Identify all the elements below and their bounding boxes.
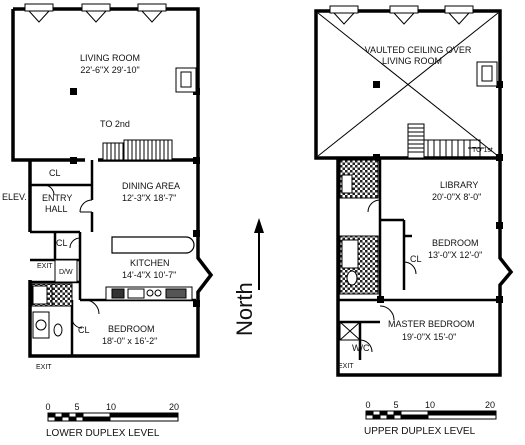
elevator-label: ELEV. bbox=[2, 192, 27, 202]
upper-level-title: UPPER DUPLEX LEVEL bbox=[364, 426, 476, 437]
north-label: North bbox=[232, 282, 257, 336]
lower-bedroom-dimensions: 18'-0" x 16'-2" bbox=[102, 336, 157, 346]
lower-bathroom bbox=[31, 283, 73, 339]
upper-exit-label: EXIT bbox=[338, 363, 354, 370]
dishwasher-label: D/W bbox=[59, 269, 73, 276]
upper-columns bbox=[373, 81, 503, 303]
upper-doors bbox=[359, 199, 417, 353]
vaulted-ceiling-line2: LIVING ROOM bbox=[382, 56, 442, 66]
entry-hall-line2: HALL bbox=[45, 204, 68, 214]
living-room-name: LIVING ROOM bbox=[80, 53, 140, 63]
master-bedroom-dimensions: 19'-0"X 15'-0" bbox=[402, 332, 456, 342]
library-dimensions: 20'-0"X 8'-0" bbox=[432, 192, 481, 202]
water-closet-label: W/C bbox=[352, 343, 370, 353]
lower-duplex-plan: LIVING ROOM 22'-6"X 29'-10" TO 2nd DININ… bbox=[2, 3, 214, 439]
stairs-to-2nd-label: TO 2nd bbox=[100, 119, 130, 129]
lower-scale-bar bbox=[47, 412, 179, 422]
lower-staircase bbox=[102, 139, 173, 161]
upper-scale-tick-10: 10 bbox=[425, 400, 435, 410]
closet-label-1: CL bbox=[49, 168, 61, 178]
lower-windows bbox=[24, 3, 167, 23]
upper-scale-tick-0: 0 bbox=[365, 400, 370, 410]
north-arrow-shape bbox=[254, 218, 264, 290]
kitchen-name: KITCHEN bbox=[130, 258, 170, 268]
upper-closet-label: CL bbox=[410, 254, 422, 264]
upper-scale-tick-5: 5 bbox=[393, 400, 398, 410]
entry-hall-line1: ENTRY bbox=[42, 193, 72, 203]
north-arrow: North bbox=[232, 218, 264, 336]
closet-label-3: CL bbox=[78, 325, 90, 335]
upper-fireplace bbox=[476, 61, 498, 87]
lower-scale-tick-0: 0 bbox=[45, 402, 50, 412]
exit-label-2: EXIT bbox=[36, 364, 52, 371]
dining-area-name: DINING AREA bbox=[122, 181, 180, 191]
upper-bedroom-dimensions: 13'-0"X 12'-0" bbox=[428, 250, 482, 260]
kitchen-dimensions: 14'-4"X 10'-7" bbox=[122, 270, 176, 280]
lower-scale-tick-10: 10 bbox=[106, 402, 116, 412]
upper-scale-bar bbox=[365, 410, 497, 420]
lower-level-title: LOWER DUPLEX LEVEL bbox=[46, 428, 160, 439]
lower-doors bbox=[43, 184, 100, 329]
stairs-to-1st-label: TO 1st bbox=[472, 147, 493, 154]
vaulted-ceiling-lines bbox=[317, 12, 499, 157]
upper-scale-tick-20: 20 bbox=[485, 400, 495, 410]
upper-bathrooms bbox=[339, 159, 379, 341]
lower-bedroom-name: BEDROOM bbox=[108, 324, 155, 334]
upper-bedroom-name: BEDROOM bbox=[432, 238, 479, 248]
kitchen-peninsula bbox=[111, 236, 195, 254]
kitchen-counter bbox=[105, 286, 193, 301]
master-bedroom-name: MASTER BEDROOM bbox=[388, 319, 475, 329]
library-name: LIBRARY bbox=[440, 180, 478, 190]
exit-label-1: EXIT bbox=[37, 263, 53, 270]
upper-windows bbox=[329, 5, 474, 25]
dishwasher bbox=[54, 259, 78, 283]
closet-label-2: CL bbox=[56, 238, 68, 248]
upper-staircase bbox=[407, 123, 484, 159]
dining-area-dimensions: 12'-3"X 18'-7" bbox=[122, 193, 176, 203]
upper-duplex-plan: VAULTED CEILING OVER LIVING ROOM TO 1st … bbox=[314, 5, 514, 437]
vaulted-ceiling-line1: VAULTED CEILING OVER bbox=[365, 45, 472, 55]
lower-scale-tick-20: 20 bbox=[169, 402, 179, 412]
lower-scale-tick-5: 5 bbox=[74, 402, 79, 412]
lower-fireplace bbox=[175, 67, 197, 93]
living-room-dimensions: 22'-6"X 29'-10" bbox=[80, 65, 139, 75]
